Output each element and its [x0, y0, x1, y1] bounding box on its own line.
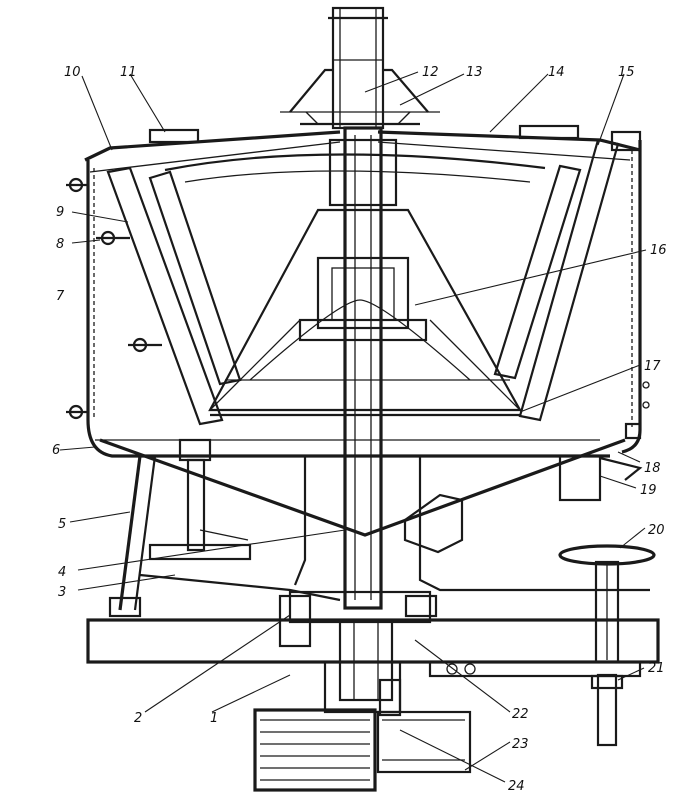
feed-pipe	[328, 6, 388, 130]
leader-lines	[59, 71, 647, 783]
label-17: 17	[644, 359, 661, 374]
left-fittings	[66, 177, 162, 420]
lid-hatch-right	[518, 124, 580, 140]
label-23: 23	[512, 737, 529, 752]
right-flange	[599, 381, 650, 481]
lid-hatch-left	[148, 128, 200, 144]
label-1: 1	[210, 711, 218, 726]
spider-bracket	[280, 68, 440, 126]
discharge-chute	[403, 493, 464, 554]
label-21: 21	[648, 661, 665, 676]
label-7: 7	[56, 289, 65, 304]
label-14: 14	[548, 65, 565, 80]
base-plate	[86, 590, 660, 664]
label-19: 19	[640, 483, 657, 498]
label-11: 11	[120, 65, 137, 80]
hub-housing	[298, 256, 428, 342]
housing-lid	[84, 124, 641, 173]
label-18: 18	[644, 461, 661, 476]
scraper-mechanism	[139, 438, 341, 602]
label-3: 3	[58, 585, 66, 600]
label-9: 9	[56, 205, 64, 220]
drive-pulley	[253, 708, 377, 792]
outer-casing	[86, 130, 642, 458]
label-20: 20	[648, 523, 665, 538]
number-labels: 1 2 3 4 5 6 7 8 9 10 11 12 13 14 15 16 1…	[52, 65, 667, 794]
label-22: 22	[512, 707, 529, 722]
label-12: 12	[422, 65, 439, 80]
label-8: 8	[56, 237, 64, 252]
label-13: 13	[466, 65, 483, 80]
lower-drive	[253, 618, 472, 792]
label-16: 16	[650, 243, 667, 258]
rotor-basket	[106, 138, 620, 426]
label-24: 24	[508, 779, 525, 794]
central-shaft	[328, 126, 398, 610]
label-6: 6	[52, 443, 60, 458]
label-10: 10	[64, 65, 81, 80]
basket-wall-right	[518, 138, 620, 422]
label-15: 15	[618, 65, 635, 80]
handwheel-assembly	[428, 544, 656, 747]
label-5: 5	[58, 517, 66, 532]
support-frame	[108, 454, 650, 618]
label-2: 2	[134, 711, 142, 726]
scraper-blade-left	[106, 166, 224, 426]
label-4: 4	[58, 565, 66, 580]
pulley-guard	[376, 710, 472, 774]
